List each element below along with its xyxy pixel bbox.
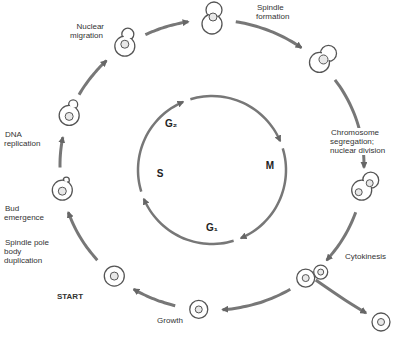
yeast-cell — [352, 172, 379, 200]
stage-label-box: Spindle pole body duplication — [4, 238, 56, 265]
yeast-cell — [59, 100, 79, 126]
cycle-arrow — [223, 289, 291, 309]
yeast-cell — [115, 28, 135, 56]
checkpoint-label: START — [56, 292, 84, 301]
stage-label: Spindle pole body duplication — [4, 238, 49, 265]
phase-label-box: S — [150, 168, 170, 179]
stage-label: Spindle formation — [256, 3, 290, 21]
yeast-cell — [372, 313, 390, 331]
stage-label-box: Nuclear migration — [62, 22, 104, 40]
yeast-cell — [190, 300, 208, 318]
yeast-cell — [52, 177, 72, 200]
daughter-arrow — [316, 280, 366, 313]
stage-label-box: Cytokinesis — [344, 252, 399, 261]
phase-label-box: G₂ — [160, 118, 182, 129]
cycle-arrow — [68, 212, 97, 260]
cells — [52, 2, 390, 331]
yeast-cell — [104, 266, 124, 286]
outer-cycle-arrows — [60, 22, 364, 310]
phase-label-box: G₁ — [200, 222, 224, 233]
stage-label-box: Spindle formation — [256, 3, 300, 21]
inner-cycle — [138, 96, 286, 244]
stage-label: Chromosome segregation; nuclear division — [330, 128, 386, 155]
phase-label-box: M — [260, 160, 280, 171]
phase-label: S — [156, 168, 165, 179]
stage-label-box: DNA replication — [4, 130, 48, 148]
yeast-cell — [297, 269, 315, 287]
phase-arrow — [138, 102, 183, 192]
cycle-arrow — [79, 61, 106, 95]
stage-label-box: Chromosome segregation; nuclear division — [330, 128, 398, 155]
phase-arrow — [144, 199, 234, 244]
phase-arrow — [241, 148, 286, 238]
phase-label: G₁ — [205, 222, 219, 233]
phase-label: G₂ — [164, 118, 178, 129]
yeast-cell — [202, 2, 222, 34]
stage-label: Growth — [156, 316, 184, 325]
cycle-arrow — [145, 22, 188, 35]
stage-label: Bud emergence — [4, 204, 45, 222]
yeast-cell — [314, 265, 328, 279]
stage-label: DNA replication — [4, 130, 41, 148]
phase-arrow — [190, 96, 280, 141]
stage-label: Cytokinesis — [344, 252, 387, 261]
cycle-arrow — [236, 22, 302, 48]
phase-label: M — [265, 160, 275, 171]
yeast-cell — [309, 45, 336, 72]
stage-label-box: Growth — [150, 316, 190, 325]
cycle-arrow — [60, 137, 63, 167]
stage-label: Nuclear migration — [70, 22, 104, 40]
stage-label-box: Bud emergence — [4, 204, 48, 222]
checkpoint-label-box: START — [50, 292, 90, 301]
cycle-arrow — [134, 289, 176, 305]
